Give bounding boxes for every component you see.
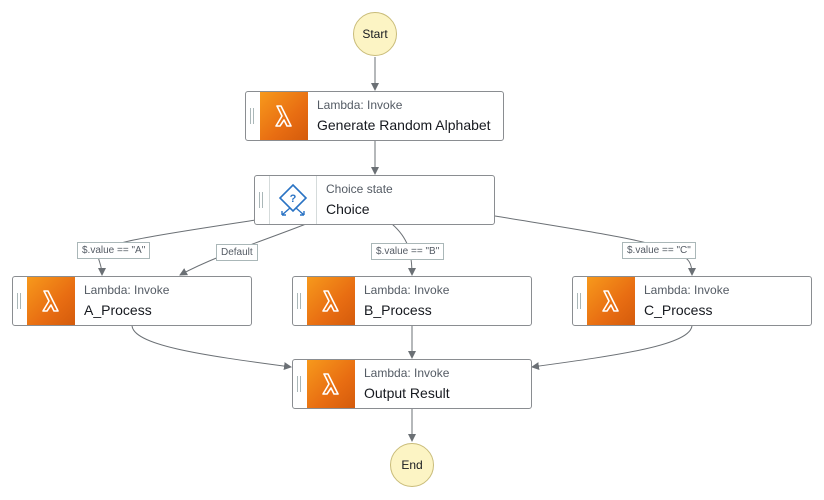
state-name-label: Choice [326,200,370,217]
start-label: Start [362,27,388,41]
state-type-label: Lambda: Invoke [364,282,450,297]
start-node[interactable]: Start [353,12,397,56]
state-c-process[interactable]: Lambda: Invoke C_Process [572,276,812,326]
state-output-result[interactable]: Lambda: Invoke Output Result [292,359,532,409]
state-type-label: Choice state [326,181,393,196]
state-name-label: B_Process [364,301,432,318]
choice-diamond-icon: ? [269,176,317,224]
drag-handle[interactable] [297,376,301,392]
state-name-label: Generate Random Alphabet [317,116,491,133]
svg-text:?: ? [290,193,297,205]
state-type-label: Lambda: Invoke [317,97,403,112]
state-generate-random-alphabet[interactable]: Lambda: Invoke Generate Random Alphabet [245,91,504,141]
edge-label-default[interactable]: Default [216,244,258,261]
state-a-process[interactable]: Lambda: Invoke A_Process [12,276,252,326]
drag-handle[interactable] [577,293,581,309]
state-name-label: C_Process [644,301,713,318]
state-b-process[interactable]: Lambda: Invoke B_Process [292,276,532,326]
state-choice[interactable]: ? Choice state Choice [254,175,495,225]
state-name-label: Output Result [364,384,450,401]
state-type-label: Lambda: Invoke [84,282,170,297]
state-type-label: Lambda: Invoke [644,282,730,297]
drag-handle[interactable] [259,192,263,208]
end-node[interactable]: End [390,443,434,487]
lambda-icon [307,360,355,408]
edge-c-to-output [531,324,693,371]
lambda-icon [307,277,355,325]
drag-handle[interactable] [250,108,254,124]
edge-label-c[interactable]: $.value == "C" [622,242,696,259]
edge-label-a[interactable]: $.value == "A" [77,242,151,259]
state-type-label: Lambda: Invoke [364,365,450,380]
state-name-label: A_Process [84,301,152,318]
drag-handle[interactable] [297,293,301,309]
drag-handle[interactable] [17,293,21,309]
end-label: End [401,458,423,472]
lambda-icon [260,92,308,140]
lambda-icon [27,277,75,325]
edge-a-to-output [131,324,292,371]
edge-label-b[interactable]: $.value == "B" [371,243,445,260]
lambda-icon [587,277,635,325]
